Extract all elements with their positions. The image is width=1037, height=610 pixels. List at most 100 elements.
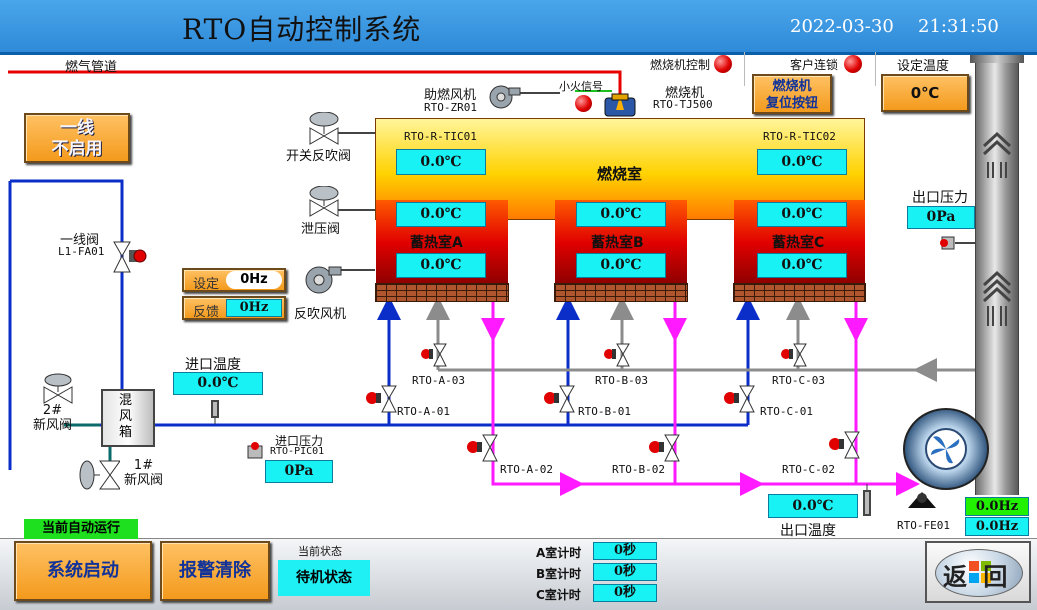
date-readout: 2022-03-30 xyxy=(790,16,894,37)
set-temperature-button[interactable]: 0℃ xyxy=(881,74,969,112)
windows-logo-icon xyxy=(969,561,991,583)
timer-b-value: 0秒 xyxy=(593,563,657,581)
burner-control-led xyxy=(714,55,732,73)
outlet-pressure-sensor-icon xyxy=(940,236,955,250)
inlet-pressure-tag: RTO-PIC01 xyxy=(270,446,325,457)
regen-c-upper-temp: 0.0℃ xyxy=(757,202,847,227)
mixer-label: 混 风 箱 xyxy=(119,393,133,440)
blowback-switch-valve-label: 开关反吹阀 xyxy=(286,149,352,164)
blowback-fan-icon xyxy=(305,266,342,294)
valve-b01-icon[interactable] xyxy=(543,384,577,416)
current-state-value: 待机状态 xyxy=(278,560,370,596)
valve-a03-icon[interactable] xyxy=(420,342,450,370)
exhaust-fan-icon xyxy=(925,428,967,470)
valve-b02-icon[interactable] xyxy=(648,433,682,465)
regen-a-label: 蓄热室A xyxy=(410,235,463,251)
blowback-fan-label: 反吹风机 xyxy=(294,307,347,322)
blowback-set-label: 设定 xyxy=(193,277,220,292)
time-readout: 21:31:50 xyxy=(918,16,999,37)
inlet-pressure-sensor-icon xyxy=(247,442,263,459)
fresh2-valve-label: 2# 新风阀 xyxy=(33,403,73,433)
blowback-switch-valve-icon[interactable] xyxy=(304,112,344,146)
combustion-fan-icon xyxy=(489,85,521,109)
valve-b02-tag: RTO-B-02 xyxy=(612,463,665,476)
valve-b01-tag: RTO-B-01 xyxy=(578,405,631,418)
blowback-fb-label: 反馈 xyxy=(193,305,220,320)
valve-c03-tag: RTO-C-03 xyxy=(772,374,825,387)
line1-disable-button[interactable]: 一线 不启用 xyxy=(24,113,130,163)
auto-run-indicator: 当前自动运行 xyxy=(24,519,138,539)
inlet-temp-value: 0.0℃ xyxy=(173,372,263,395)
inlet-temp-label: 进口温度 xyxy=(185,357,241,373)
divider xyxy=(875,52,876,86)
top-temp-2: 0.0℃ xyxy=(757,149,847,175)
brick-bed-c xyxy=(733,283,866,302)
regen-c-label: 蓄热室C xyxy=(772,235,825,251)
valve-a02-tag: RTO-A-02 xyxy=(500,463,553,476)
title-bar-divider xyxy=(0,52,1037,55)
line1-valve-icon[interactable] xyxy=(110,240,150,274)
burner-icon xyxy=(604,93,636,117)
burner-reset-line1: 燃烧机 xyxy=(772,79,812,94)
customer-interlock-label: 客户连锁 xyxy=(790,58,839,72)
timer-a-label: A室计时 xyxy=(536,546,582,560)
set-temperature-label: 设定温度 xyxy=(897,59,950,74)
valve-c03-icon[interactable] xyxy=(780,342,810,370)
current-state-label: 当前状态 xyxy=(298,545,342,558)
tic01-tag: RTO-R-TIC01 xyxy=(404,130,477,143)
customer-interlock-led xyxy=(844,55,862,73)
burner-reset-button[interactable]: 燃烧机 复位按钮 xyxy=(752,74,832,114)
app-title: RTO自动控制系统 xyxy=(182,13,422,46)
combustion-label: 燃烧室 xyxy=(597,165,643,183)
regen-a-lower-temp: 0.0℃ xyxy=(396,253,486,278)
back-button[interactable]: 返 回 xyxy=(925,541,1031,603)
timer-c-value: 0秒 xyxy=(593,584,657,602)
blowback-set-value[interactable]: 0Hz xyxy=(226,271,282,289)
pilot-signal-led xyxy=(575,95,592,112)
outlet-temp-sensor-icon xyxy=(863,484,871,516)
burner-tag: RTO-TJ500 xyxy=(653,98,713,111)
exhaust-fan-housing xyxy=(903,408,989,490)
inlet-pressure-label: 进口压力 xyxy=(275,434,324,448)
burner-reset-line2: 复位按钮 xyxy=(765,96,818,111)
top-temp-1: 0.0℃ xyxy=(396,149,486,175)
valve-b03-icon[interactable] xyxy=(603,342,633,370)
inlet-temp-sensor-icon xyxy=(211,400,219,424)
regen-a-upper-temp: 0.0℃ xyxy=(396,202,486,227)
system-start-button[interactable]: 系统启动 xyxy=(14,541,152,601)
burner-label: 燃烧机 xyxy=(665,86,705,101)
valve-c01-icon[interactable] xyxy=(723,384,757,416)
blowback-fb-value: 0Hz xyxy=(226,299,282,317)
regen-b-lower-temp: 0.0℃ xyxy=(576,253,666,278)
line1-button-line2: 不启用 xyxy=(51,139,103,159)
line1-valve-label: 一线阀 xyxy=(60,233,100,248)
exhaust-fan-tag: RTO-FE01 xyxy=(897,519,950,532)
alarm-clear-button[interactable]: 报警清除 xyxy=(160,541,270,601)
relief-valve-label: 泄压阀 xyxy=(301,222,341,237)
footer-bar xyxy=(0,538,1037,610)
combustion-fan-label: 助燃风机 xyxy=(424,88,477,103)
divider xyxy=(744,52,745,86)
fresh2-valve-icon[interactable] xyxy=(38,373,78,407)
outlet-temp-label: 出口温度 xyxy=(780,523,836,539)
relief-valve-icon[interactable] xyxy=(304,186,344,218)
chimney-flow-arrows xyxy=(982,131,1012,326)
outlet-pressure-value: 0Pa xyxy=(907,206,975,229)
mixer-box xyxy=(101,389,155,447)
gas-pipe-label: 燃气管道 xyxy=(65,60,118,75)
chimney-cap xyxy=(970,55,1024,63)
fresh1-valve-icon[interactable] xyxy=(78,457,120,493)
line1-valve-tag: L1-FA01 xyxy=(58,245,105,258)
exhaust-fan-hz1: 0.0Hz xyxy=(965,497,1029,516)
tic02-tag: RTO-R-TIC02 xyxy=(763,130,836,143)
burner-control-label: 燃烧机控制 xyxy=(650,58,711,72)
outlet-temp-value: 0.0℃ xyxy=(768,494,858,518)
valve-a01-icon[interactable] xyxy=(365,384,399,416)
valve-c02-icon[interactable] xyxy=(828,430,862,462)
fresh1-valve-label: 1# 新风阀 xyxy=(124,458,164,488)
valve-a02-icon[interactable] xyxy=(466,433,500,465)
regen-b-upper-temp: 0.0℃ xyxy=(576,202,666,227)
valve-c01-tag: RTO-C-01 xyxy=(760,405,813,418)
inlet-pressure-value: 0Pa xyxy=(265,460,333,483)
valve-a01-tag: RTO-A-01 xyxy=(397,405,450,418)
